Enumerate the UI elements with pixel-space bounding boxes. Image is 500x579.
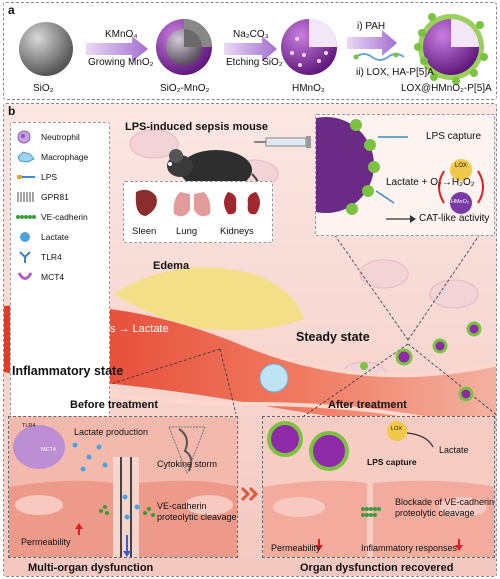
after-title: After treatment [328,399,407,411]
step-label-hmno2: HMnO₂ [292,83,325,94]
lactate-icon [20,232,30,242]
before-outcome: Multi-organ dysfunction [28,562,154,574]
legend-item-macrophage: Macrophage [15,149,88,165]
vessel-nanoparticles [360,321,482,402]
pathway-label: LPS → Glycolysis → Lactate [28,323,169,335]
after-outcome: Organ dysfunction recovered [300,562,454,574]
mct4-small-label: MCT4 [41,447,56,453]
before-title: Before treatment [70,399,159,411]
sio2-mno2-sphere-icon [156,19,212,75]
after-lactate-label: Lactate [439,445,469,455]
step-label-sio2-mno2: SiO₂-MnO₂ [160,83,210,94]
after-panel: LOX Lactate LPS capture Blockade of VE-c… [262,416,495,558]
tlr4-small-label: TLR4 [22,423,36,429]
tlr4-icon [19,251,31,263]
chevron-right-icon [240,486,259,502]
mct4-icon [17,272,33,280]
steady-state-label: Steady state [296,330,370,344]
panel-a-tag: a [8,3,15,17]
lox-badge: LOX [455,163,468,169]
after-lox-badge: LOX [391,426,403,432]
lactate-production-label: Lactate production [74,427,149,437]
legend-item-lps: LPS [15,169,57,185]
organ-label-kidneys: Kidneys [220,226,254,237]
sio2-sphere-icon [19,22,73,76]
panel-a: a [3,2,497,100]
inflammatory-state-label: Inflammatory state [12,364,124,378]
arrow2-top-label: Na₂CO₃ [233,29,269,40]
legend-item-lactate: Lactate [15,229,69,245]
arrow3-top-label: i) PAH [357,21,386,32]
legend-item-neutrophil: Neutrophil [15,129,80,145]
lps-capture-label: LPS capture [426,131,482,142]
syringe-icon [254,136,311,148]
before-permeability-label: Permeability [21,537,71,547]
before-graphic [9,417,237,557]
neutrophil-icon [17,130,31,144]
reaction-label: Lactate + O₂→H₂O₂ [386,177,475,188]
panel-b: b Neutrophil Macrophage LPS GPR81 VE-cad… [3,103,497,577]
panel-b-title: LPS-induced sepsis mouse [125,121,269,133]
blockade-label: Blockade of VE-cadherin proteolytic clea… [395,497,495,518]
hmno2-badge: HMnO₂ [451,199,470,205]
organ-label-lung: Lung [176,226,198,237]
before-panel: TLR4 MCT4 Lactate production Cytokine st… [8,416,238,558]
hmno2-sphere-icon [281,19,337,75]
arrow3-bottom-label: ii) LOX, HA-P[5]A [356,67,434,78]
macrophage-icon [17,151,35,163]
organ-box: Sleen Lung Kidneys [123,181,273,243]
ve-cadherin-icon [16,215,36,219]
mechanism-box: LPS capture Lactate + O₂→H₂O₂ LOX HMnO₂ … [315,114,495,236]
legend: Neutrophil Macrophage LPS GPR81 VE-cadhe… [10,122,110,422]
arrow2-bottom-label: Etching SiO₂ [226,57,283,68]
after-permeability-label: Permeability [271,543,321,553]
legend-item-tlr4: TLR4 [15,249,62,265]
legend-item-gpr81: GPR81 [15,189,69,205]
after-graphic [263,417,494,557]
arrow1-bottom-label: Growing MnO₂ [88,57,154,68]
panel-a-graphics [19,13,488,85]
mechanism-graphic [316,117,484,223]
step-label-lox: LOX@HMnO₂-P[5]A [401,83,492,94]
legend-item-mct4: MCT4 [15,269,64,285]
after-lps-capture-label: LPS capture [367,457,417,467]
cat-activity-label: CAT-like activity [419,213,490,224]
organ-label-sleen: Sleen [132,226,157,237]
cytokine-storm-label: Cytokine storm [157,459,218,469]
organ-icons [135,189,260,217]
lox-hmno2-nanoparticle-icon [414,13,488,85]
cleavage-label: VE-cadherin proteolytic cleavage [157,501,237,522]
after-inflammatory-label: Inflammatory responses [361,543,458,553]
step-label-sio2: SiO₂ [33,83,54,94]
lps-icon [17,175,35,179]
arrow1-top-label: KMnO₄ [105,29,138,40]
panel-b-tag: b [8,104,16,118]
legend-item-ve-cadherin: VE-cadherin [15,209,88,225]
gpr81-icon [17,192,34,202]
edema-label: Edema [153,260,190,272]
